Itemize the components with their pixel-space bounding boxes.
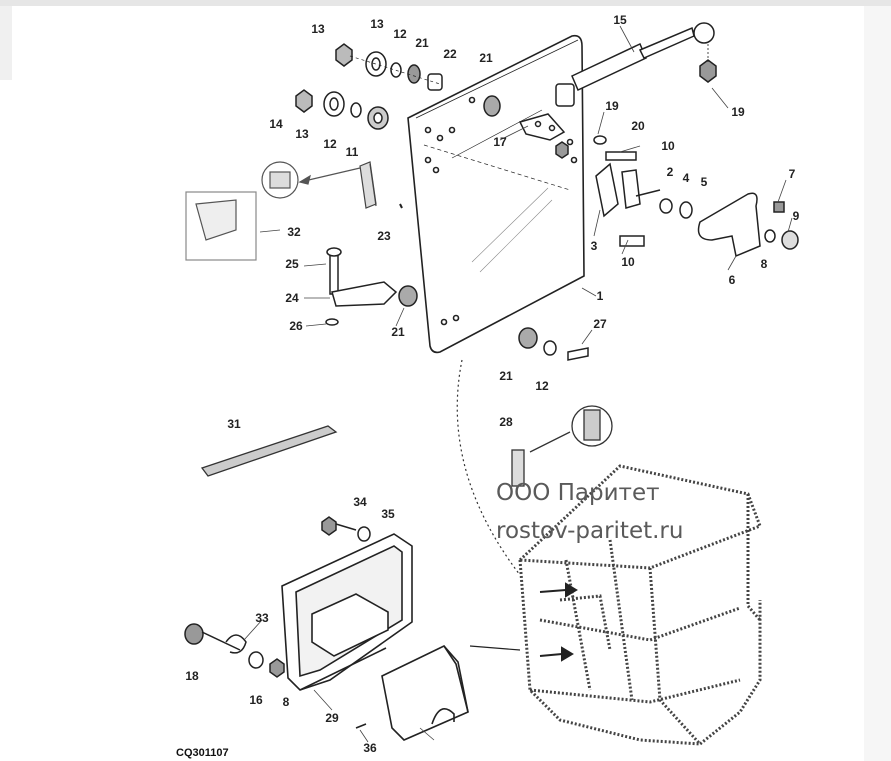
callout-22: 22 bbox=[443, 47, 457, 61]
battery-bracket bbox=[281, 533, 413, 691]
gas-strut bbox=[555, 22, 717, 107]
callout-5: 5 bbox=[701, 175, 708, 189]
callout-9: 9 bbox=[793, 209, 800, 223]
leader-lines bbox=[243, 25, 793, 743]
callout-21d: 21 bbox=[499, 369, 513, 383]
callout-19b: 19 bbox=[605, 99, 619, 113]
cab-arrows bbox=[399, 203, 578, 662]
parts-diagram: 13 13 12 21 22 21 15 19 19 20 10 17 14 1… bbox=[176, 13, 800, 759]
hinge-hardware-upper bbox=[335, 43, 443, 91]
watermark-site: rostov-paritet.ru bbox=[496, 518, 683, 544]
pin-28 bbox=[511, 405, 613, 487]
callout-11: 11 bbox=[346, 145, 359, 159]
right-border bbox=[864, 6, 891, 761]
figure-code: CQ301107 bbox=[176, 747, 229, 759]
callout-29: 29 bbox=[325, 711, 339, 725]
callout-18: 18 bbox=[185, 669, 199, 683]
callout-28: 28 bbox=[499, 415, 513, 429]
callout-19a: 19 bbox=[731, 105, 745, 119]
callout-21c: 21 bbox=[391, 325, 405, 339]
callout-12a: 12 bbox=[393, 27, 407, 41]
callout-10a: 10 bbox=[661, 139, 675, 153]
foam-strip bbox=[200, 425, 338, 477]
bolt-18-assembly bbox=[184, 623, 285, 678]
callout-31: 32 bbox=[287, 225, 301, 239]
cab-frame bbox=[516, 464, 762, 747]
door-bottom-fittings bbox=[518, 327, 589, 361]
door-glass-panel bbox=[407, 34, 585, 354]
callout-21a: 21 bbox=[415, 36, 429, 50]
callout-2: 2 bbox=[667, 165, 674, 179]
callout-14a: 13 bbox=[311, 22, 325, 36]
callout-13b: 13 bbox=[295, 127, 309, 141]
detail-callout bbox=[185, 161, 361, 261]
callout-32: 33 bbox=[255, 611, 269, 625]
callout-12c: 12 bbox=[535, 379, 549, 393]
callout-21b: 21 bbox=[479, 51, 493, 65]
callout-4: 4 bbox=[683, 171, 690, 185]
callout-33: 34 bbox=[353, 495, 367, 509]
door-latch bbox=[595, 162, 799, 258]
bolt-33-34 bbox=[321, 516, 371, 542]
callout-6: 6 bbox=[729, 273, 736, 287]
callout-1: 1 bbox=[597, 289, 604, 303]
lower-hinge bbox=[325, 247, 418, 326]
callout-10b: 10 bbox=[621, 255, 635, 269]
callout-12b: 12 bbox=[323, 137, 337, 151]
callout-30: 31 bbox=[227, 417, 241, 431]
top-border bbox=[0, 0, 891, 6]
battery-cover bbox=[355, 645, 469, 741]
callout-16: 16 bbox=[249, 693, 263, 707]
callout-27: 27 bbox=[593, 317, 607, 331]
hinge-hardware-lower bbox=[295, 89, 389, 130]
callout-20: 20 bbox=[631, 119, 645, 133]
callout-8a: 8 bbox=[761, 257, 768, 271]
callout-25: 25 bbox=[285, 257, 299, 271]
callout-3: 3 bbox=[591, 239, 598, 253]
hinge-bracket bbox=[483, 95, 637, 161]
callout-34: 35 bbox=[381, 507, 395, 521]
watermark-company: ООО Паритет bbox=[496, 480, 660, 506]
callout-35: 36 bbox=[363, 741, 377, 755]
callout-23: 23 bbox=[377, 229, 391, 243]
callout-7: 7 bbox=[789, 167, 796, 181]
callout-24: 24 bbox=[285, 291, 299, 305]
callout-13a: 13 bbox=[370, 17, 384, 31]
callout-26: 26 bbox=[289, 319, 303, 333]
callout-17: 17 bbox=[493, 135, 507, 149]
callout-14b: 14 bbox=[269, 117, 283, 131]
seal-strip-23 bbox=[359, 161, 377, 209]
callout-8b: 8 bbox=[283, 695, 290, 709]
callout-15: 15 bbox=[613, 13, 627, 27]
callout-labels: 13 13 12 21 22 21 15 19 19 20 10 17 14 1… bbox=[185, 13, 799, 755]
left-border bbox=[0, 6, 12, 80]
